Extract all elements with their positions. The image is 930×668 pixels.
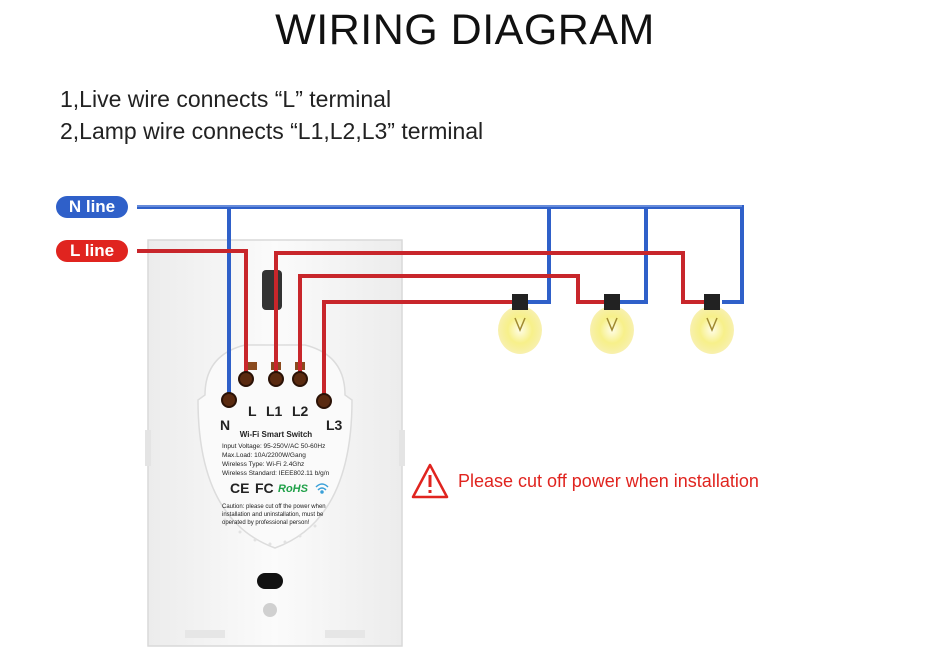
caution-line: installation and uninstallation, must be [222, 512, 324, 518]
power-warning: Please cut off power when installation [410, 461, 759, 501]
terminal-label-l3: L3 [326, 417, 343, 433]
ce-mark: CE [230, 480, 249, 496]
bulb-icon [690, 294, 734, 354]
caution-line: operated by professional person! [222, 520, 310, 526]
caution-line: Caution: please cut off the power when [222, 504, 326, 510]
fc-mark: FC [255, 480, 274, 496]
device-spec: Wireless Standard: IEEE802.11 b/g/n [222, 470, 330, 477]
terminal-screws [221, 371, 332, 409]
terminal-label-l: L [248, 403, 257, 419]
neutral-wires [137, 205, 744, 398]
bulb-icon [498, 294, 542, 354]
device-spec: Wireless Type: Wi-Fi 2.4Ghz [222, 461, 304, 468]
device-spec: Input Voltage: 95-250V/AC 50-60Hz [222, 443, 325, 450]
live-wires [137, 249, 720, 398]
wifi-icon [315, 483, 329, 494]
l-line-label: L line [56, 240, 128, 262]
terminal-label-n: N [220, 417, 230, 433]
warning-text: Please cut off power when installation [458, 470, 759, 491]
instruction-2: 2,Lamp wire connects “L1,L2,L3” terminal [60, 118, 484, 144]
terminal-label-l1: L1 [266, 403, 283, 419]
instruction-1: 1,Live wire connects “L” terminal [60, 86, 392, 112]
terminal-label-l2: L2 [292, 403, 309, 419]
device-name: Wi-Fi Smart Switch [240, 430, 312, 439]
n-line-label: N line [56, 196, 128, 218]
device-spec: Max.Load: 10A/2200W/Gang [222, 452, 306, 459]
rohs-mark: RoHS [278, 483, 309, 495]
warning-triangle-icon [411, 463, 449, 499]
page-title: WIRING DIAGRAM [275, 6, 655, 54]
bulb-icon [590, 294, 634, 354]
